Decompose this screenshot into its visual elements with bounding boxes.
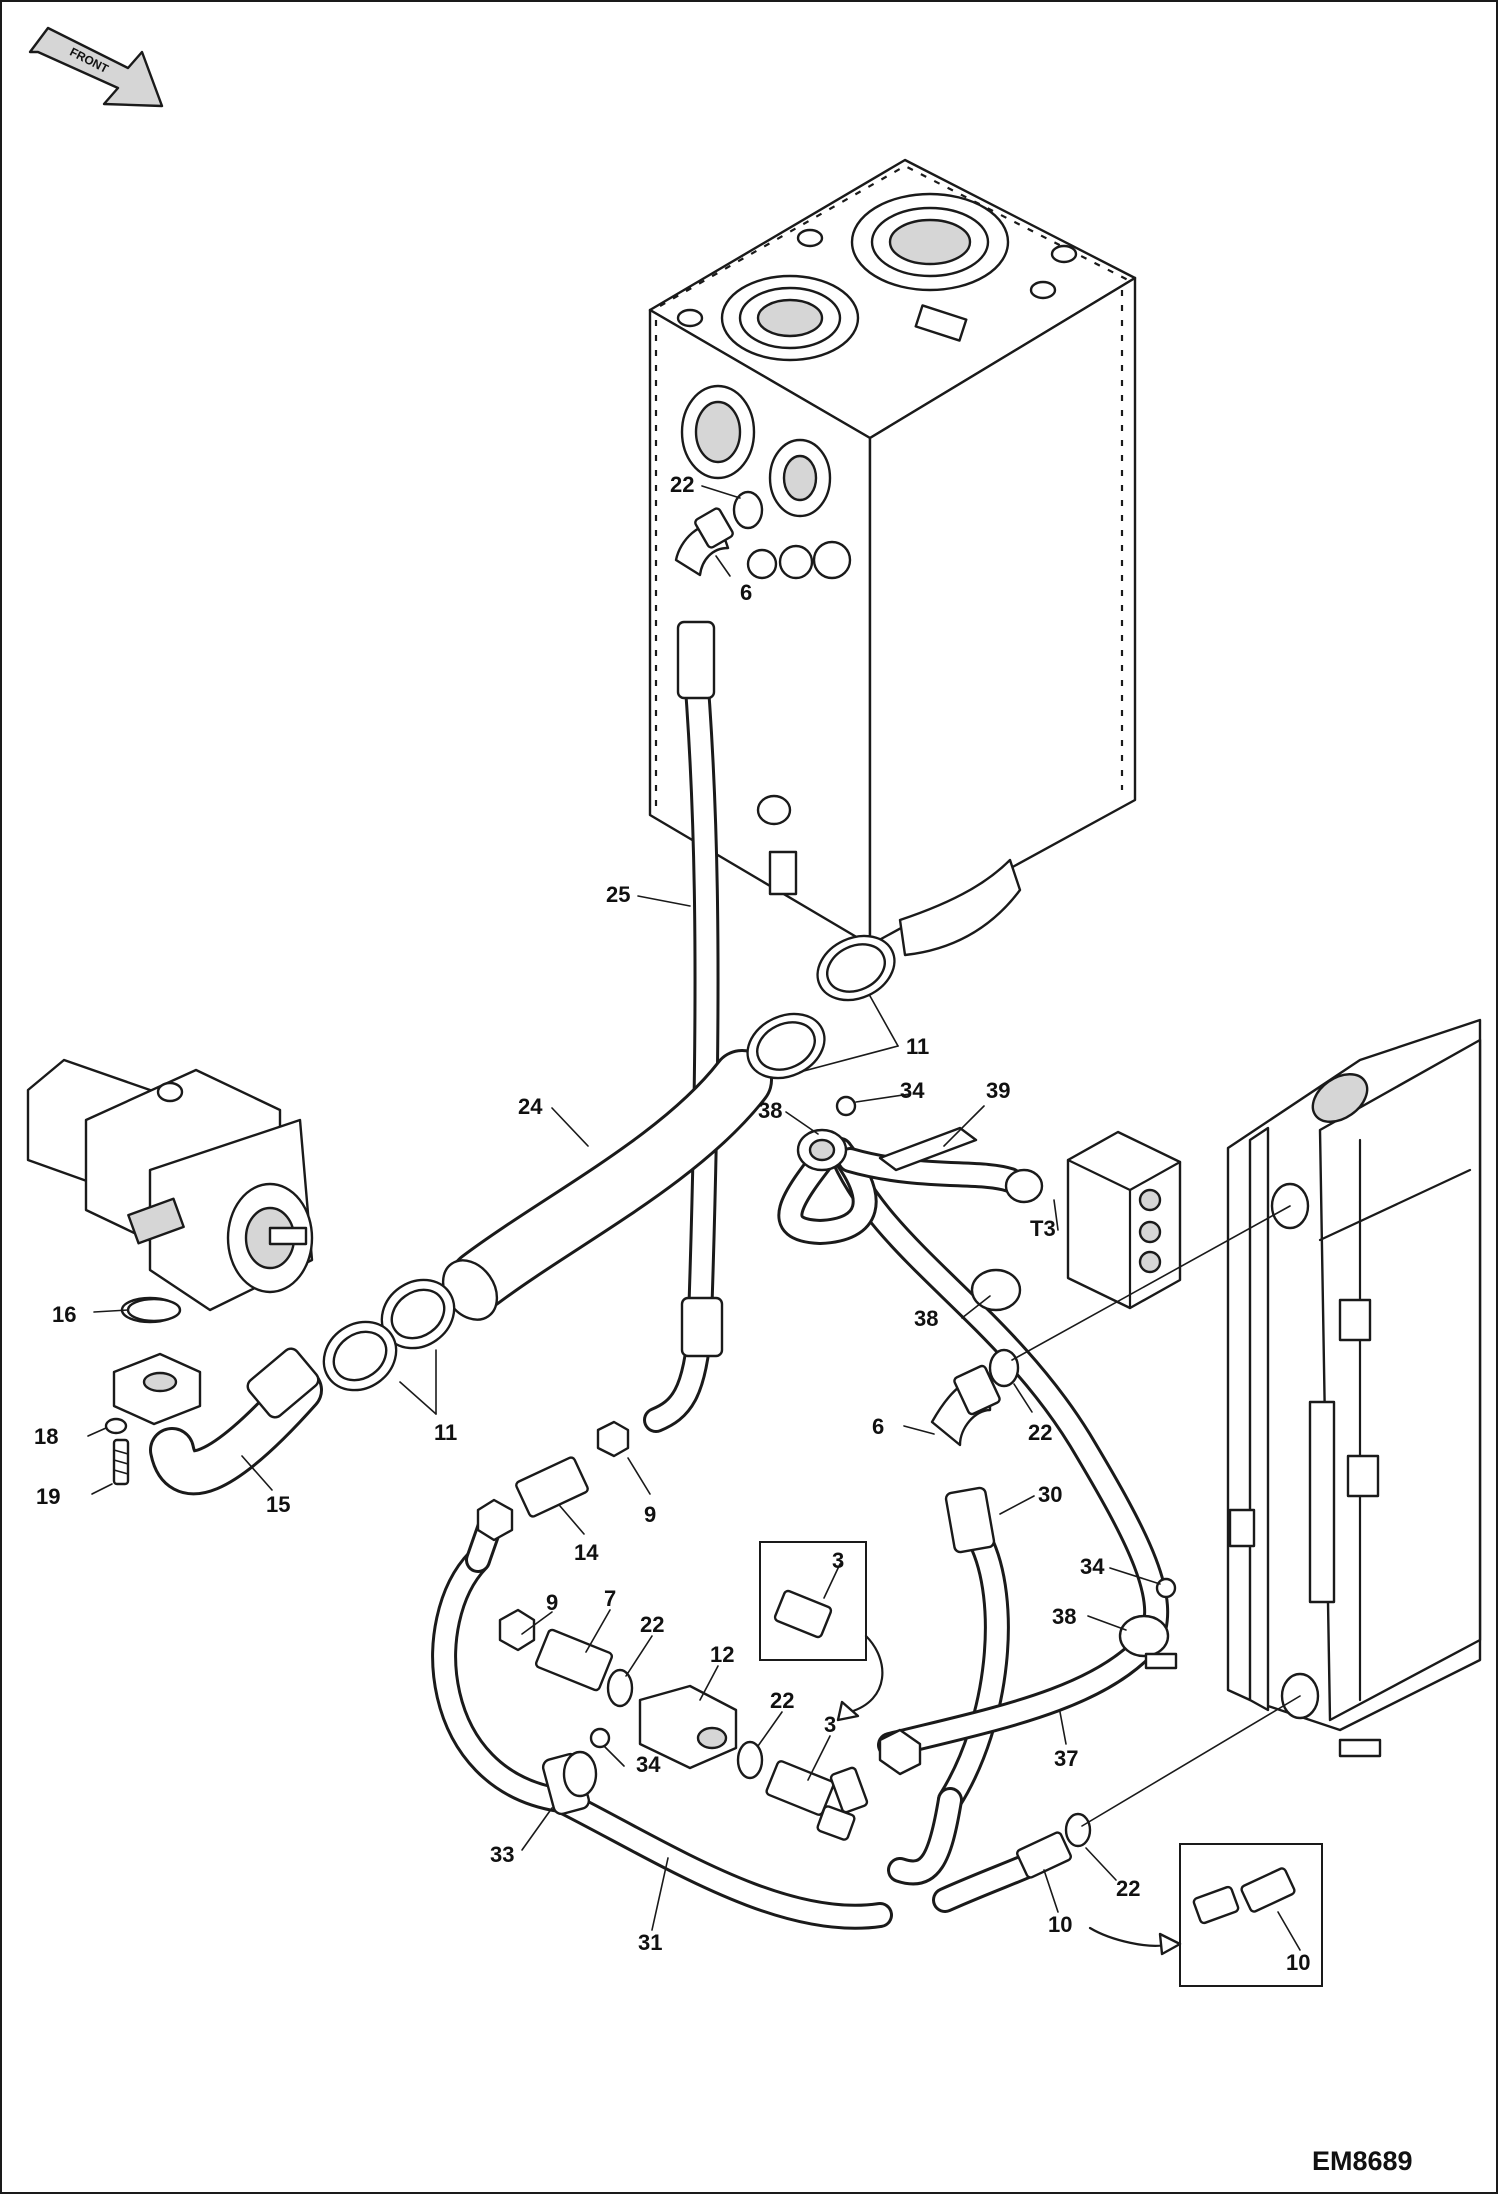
callout-34: 34 [900, 1078, 925, 1103]
elbow-fitting-6-top [674, 507, 734, 577]
callout-18: 18 [34, 1424, 58, 1449]
callout-33: 33 [490, 1842, 514, 1867]
adapter-14 [476, 1456, 589, 1542]
oring-16 [126, 1297, 182, 1323]
callout-34: 34 [1080, 1554, 1105, 1579]
callout-3: 3 [824, 1712, 836, 1737]
check-valve-12 [638, 1684, 738, 1770]
callout-6: 6 [872, 1414, 884, 1439]
callout-3: 3 [832, 1548, 844, 1573]
callout-22: 22 [770, 1688, 794, 1713]
bolt-34-right [1155, 1577, 1177, 1599]
callout-34: 34 [636, 1752, 661, 1777]
oring-22-bottom [1064, 1812, 1092, 1848]
callout-9: 9 [644, 1502, 656, 1527]
clamp-38-right [1118, 1614, 1178, 1670]
callout-6: 6 [740, 580, 752, 605]
bolt-34-top [835, 1095, 857, 1117]
oring-22-low [606, 1668, 634, 1708]
nut-9-upper [596, 1420, 630, 1458]
callout-11: 11 [434, 1420, 457, 1445]
callout-19: 19 [36, 1484, 60, 1509]
callout-24: 24 [518, 1094, 543, 1119]
hose-to-t3 [837, 1147, 1023, 1193]
elbow-fitting-6-mid [930, 1364, 1001, 1447]
suction-elbow-15 [112, 1347, 323, 1496]
callout-39: 39 [986, 1078, 1010, 1103]
leader-radiator-top [1011, 1205, 1291, 1361]
inset-detail-3 [759, 1541, 884, 1722]
clamp-38-top [796, 1128, 848, 1172]
callout-22: 22 [640, 1612, 664, 1637]
bolt-19 [112, 1438, 130, 1486]
hose-37 [777, 1137, 1170, 1758]
inset-detail-10 [1088, 1843, 1323, 1987]
clamp-33 [541, 1750, 598, 1816]
oring-22-top [732, 490, 764, 530]
oring-22-mid [988, 1348, 1020, 1388]
hose-30 [887, 1486, 1010, 1886]
callout-15: 15 [266, 1492, 290, 1517]
callout-38: 38 [914, 1306, 938, 1331]
callout-22: 22 [1028, 1420, 1052, 1445]
tee-fitting-3 [765, 1728, 922, 1841]
manifold-block-t3 [1004, 1130, 1182, 1310]
callout-38: 38 [758, 1098, 782, 1123]
callout-16: 16 [52, 1302, 76, 1327]
leader-radiator-bottom [1081, 1695, 1301, 1827]
callout-22: 22 [1116, 1876, 1140, 1901]
oil-cooler-radiator [1226, 1018, 1482, 1758]
callout-9: 9 [546, 1590, 558, 1615]
callout-22: 22 [670, 472, 694, 497]
callout-11: 11 [906, 1034, 929, 1059]
callout-10: 10 [1286, 1950, 1310, 1975]
callout-31: 31 [638, 1930, 662, 1955]
hydraulic-pump [26, 1058, 314, 1324]
adapter-7 [534, 1628, 614, 1692]
callout-10: 10 [1048, 1912, 1072, 1937]
hose-25 [643, 620, 724, 1433]
hydraulic-tank [648, 158, 1137, 957]
callout-labels: 22 6 25 11 24 34 39 38 T3 16 11 18 19 15… [34, 472, 1310, 1975]
callout-30: 30 [1038, 1482, 1062, 1507]
adapter-10 [1016, 1831, 1072, 1879]
oring-22-low2 [736, 1740, 764, 1780]
hose-24 [441, 1049, 773, 1321]
drawing-id-label: EM8689 [1312, 2146, 1413, 2176]
nut-9-lower [498, 1608, 536, 1652]
callout-25: 25 [606, 882, 630, 907]
callout-12: 12 [710, 1642, 734, 1667]
callout-37: 37 [1054, 1746, 1078, 1771]
leader-lines [87, 485, 1301, 1951]
callout-14: 14 [574, 1540, 599, 1565]
callout-38: 38 [1052, 1604, 1076, 1629]
callout-t3: T3 [1030, 1216, 1056, 1241]
washer-18 [104, 1417, 128, 1435]
hose-clamps-11 [322, 934, 896, 1392]
front-arrow-icon: FRONT [28, 26, 164, 108]
callout-7: 7 [604, 1586, 616, 1611]
bolt-34-low [589, 1727, 611, 1749]
